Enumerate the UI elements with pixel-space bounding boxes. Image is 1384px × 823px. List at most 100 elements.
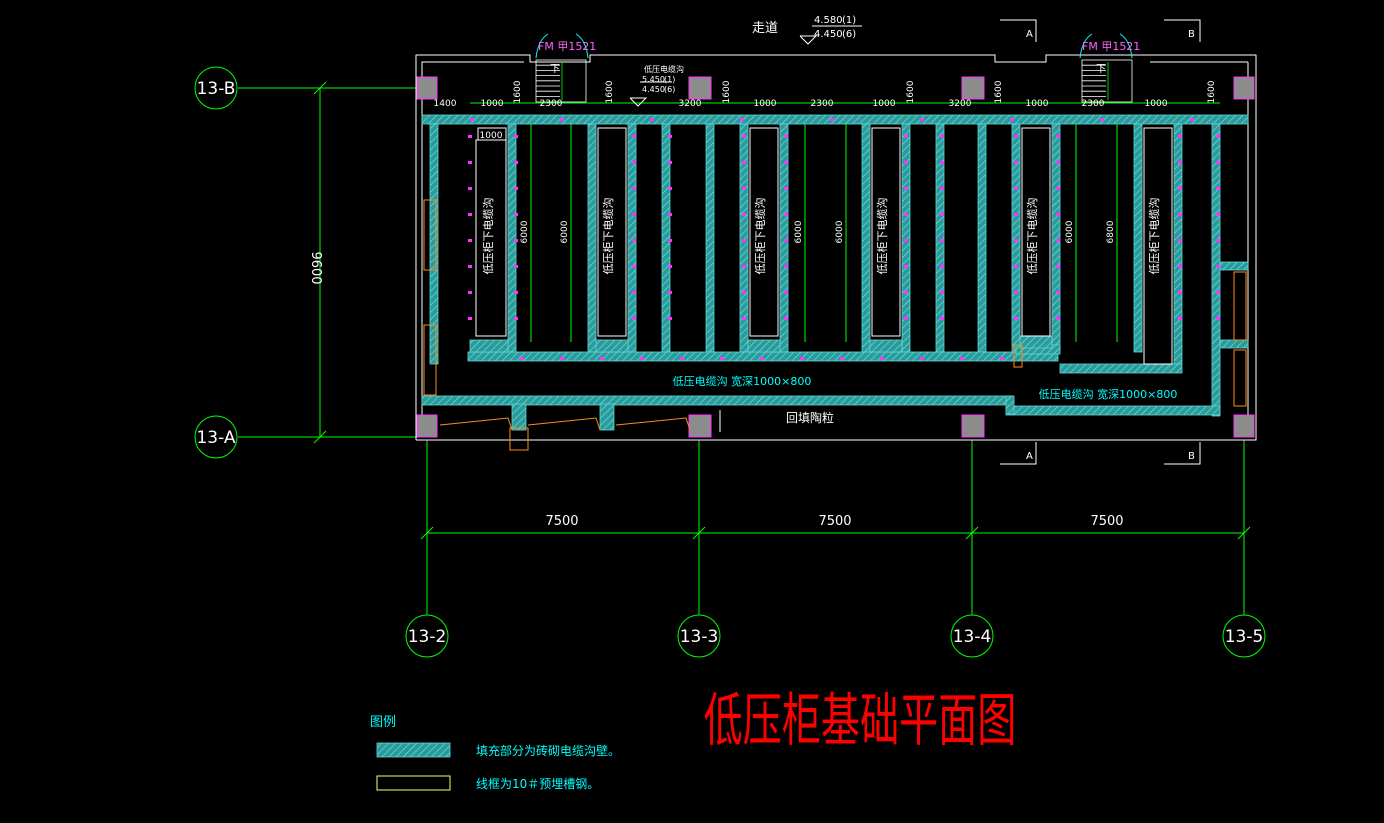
vertical-dimension: 9600 (308, 251, 323, 284)
marker-tick (784, 161, 788, 164)
marker-tick (784, 291, 788, 294)
marker-tick (940, 161, 944, 164)
structural-columns (416, 76, 1255, 438)
marker-tick (904, 317, 908, 320)
marker-tick (514, 317, 518, 320)
marker-tick (632, 239, 636, 242)
marker-tick (1056, 161, 1060, 164)
marker-tick (1056, 265, 1060, 268)
marker-tick (784, 317, 788, 320)
marker-tick (742, 187, 746, 190)
stair-label-left: 下 (550, 64, 560, 75)
marker-tick (1056, 187, 1060, 190)
marker-tick (1014, 161, 1018, 164)
marker-tick (668, 213, 672, 216)
bay-dimension-1: 7500 (545, 514, 578, 529)
marker-tick (668, 135, 672, 138)
elevation-top-a-tag: (1) (842, 15, 856, 26)
marker-tick (650, 118, 654, 121)
marker-tick (520, 357, 524, 360)
trench-walls (421, 114, 1249, 431)
backfill-label: 回填陶粒 (786, 410, 834, 425)
door-label-right: FM 甲1521 (1082, 40, 1140, 53)
marker-tick (468, 187, 472, 190)
marker-tick (784, 239, 788, 242)
cabinet-label-1: 低压柜下电缆沟 (482, 198, 495, 275)
top-dimension-10: 1000 (873, 99, 896, 109)
marker-tick (560, 118, 564, 121)
marker-tick (742, 291, 746, 294)
marker-tick (740, 118, 744, 121)
marker-tick (880, 357, 884, 360)
marker-tick (632, 317, 636, 320)
marker-tick (784, 187, 788, 190)
marker-tick (904, 213, 908, 216)
marker-tick (830, 118, 834, 121)
top-dimension-11: 1600 (906, 80, 916, 103)
trench-depth-2: 6000 (560, 220, 570, 243)
marker-tick (632, 213, 636, 216)
top-dimension-14: 1000 (1026, 99, 1049, 109)
elevation-top-a: 4.580 (814, 15, 843, 26)
top-dimension-8: 1000 (754, 99, 777, 109)
marker-tick (1056, 239, 1060, 242)
cabinet-label-6: 低压柜下电缆沟 (1148, 198, 1161, 275)
marker-tick (632, 161, 636, 164)
marker-tick (514, 187, 518, 190)
cabinet-label-2: 低压柜下电缆沟 (602, 198, 615, 275)
marker-tick (904, 239, 908, 242)
marker-tick (468, 239, 472, 242)
marker-tick (1014, 187, 1018, 190)
marker-tick (784, 265, 788, 268)
marker-tick (940, 265, 944, 268)
elevation-top-b-tag: (6) (842, 29, 856, 40)
axis-grid (238, 81, 1251, 615)
marker-tick (1014, 239, 1018, 242)
marker-tick (1178, 317, 1182, 320)
marker-tick (632, 135, 636, 138)
marker-tick (1178, 187, 1182, 190)
top-dimension-5: 1600 (605, 80, 615, 103)
marker-tick (940, 239, 944, 242)
marker-tick (1216, 265, 1220, 268)
marker-tick (784, 135, 788, 138)
marker-tick (960, 357, 964, 360)
marker-tick (632, 187, 636, 190)
marker-tick (1056, 317, 1060, 320)
col-axis-13-4: 13-4 (953, 627, 992, 647)
section-mark-top-a: A (1026, 29, 1033, 40)
marker-tick (1178, 135, 1182, 138)
marker-tick (470, 118, 474, 121)
marker-tick (800, 357, 804, 360)
marker-tick (920, 118, 924, 121)
marker-tick (668, 265, 672, 268)
left-elev-b: 4.450 (642, 85, 665, 94)
marker-tick (1014, 135, 1018, 138)
inner-dimension: 1000 (480, 131, 503, 141)
marker-tick (514, 161, 518, 164)
section-mark-bottom-a: A (1026, 451, 1033, 462)
marker-tick (468, 291, 472, 294)
marker-tick (1216, 213, 1220, 216)
left-elev-b-tag: (6) (664, 85, 675, 94)
section-marks (1000, 19, 1201, 465)
trench-depth-6: 6800 (1106, 220, 1116, 243)
marker-tick (640, 357, 644, 360)
stairs (535, 59, 1133, 103)
window-openings (423, 199, 1247, 451)
cabinet-label-5: 低压柜下电缆沟 (1026, 198, 1039, 275)
marker-tick (904, 187, 908, 190)
top-dimension-17: 1600 (1207, 80, 1217, 103)
legend-item-hatch-text: 填充部分为砖砌电缆沟壁。 (476, 743, 620, 758)
marker-tick (1190, 118, 1194, 121)
marker-tick (1014, 265, 1018, 268)
top-dimension-15: 2300 (1082, 99, 1105, 109)
marker-tick (1056, 213, 1060, 216)
marker-tick (784, 213, 788, 216)
elevation-marks (629, 25, 862, 107)
marker-tick (742, 161, 746, 164)
marker-tick (560, 357, 564, 360)
marker-tick (668, 291, 672, 294)
col-axis-13-5: 13-5 (1225, 627, 1264, 647)
